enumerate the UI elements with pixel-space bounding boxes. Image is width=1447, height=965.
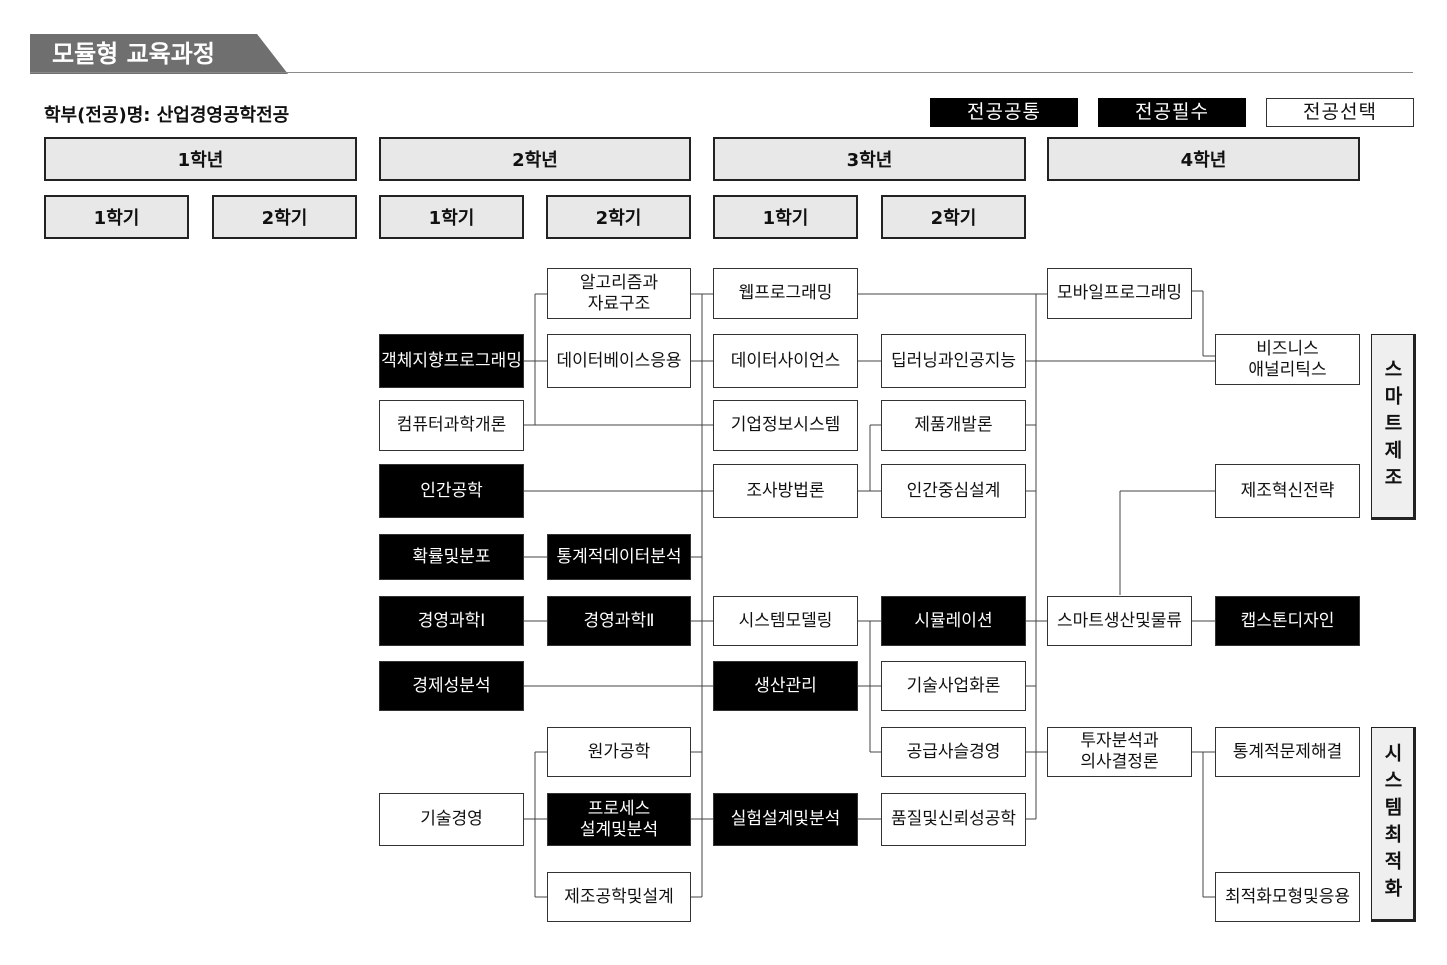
course-scm: 공급사슬경영: [881, 727, 1026, 777]
course-quality: 품질및신뢰성공학: [881, 793, 1026, 846]
course-label: 공급사슬경영: [906, 741, 1001, 762]
course-label: 시뮬레이션: [914, 610, 993, 631]
course-dbapp: 데이터베이스응용: [547, 334, 691, 388]
course-label: 경영과학Ⅰ: [417, 610, 486, 631]
course-label: 제조공학및설계: [564, 886, 674, 907]
course-simulation: 시뮬레이션: [881, 596, 1026, 646]
course-mis: 기업정보시스템: [713, 400, 858, 451]
course-label: 품질및신뢰성공학: [890, 809, 1017, 829]
course-doe: 실험설계및분석: [713, 793, 858, 846]
track-system-optimization: 시스템최적화: [1371, 727, 1416, 922]
legend-required: 전공필수: [1098, 98, 1246, 127]
year-4-header: 4학년: [1047, 137, 1360, 181]
course-label: 통계적문제해결: [1232, 741, 1343, 762]
course-smartprod: 스마트생산및물류: [1047, 596, 1192, 646]
semester-2-2: 2학기: [546, 195, 691, 239]
course-label: 원가공학: [587, 741, 651, 762]
legend-elective: 전공선택: [1266, 98, 1414, 127]
course-label: 객체지향프로그래밍: [381, 350, 522, 371]
track-smart-manufacturing-label: 스마트제조: [1381, 358, 1403, 494]
course-sysmodel: 시스템모델링: [713, 596, 858, 646]
course-label: 제조혁신전략: [1240, 480, 1335, 501]
course-label: 스마트생산및물류: [1056, 610, 1183, 631]
course-label: 기술사업화론: [906, 675, 1001, 696]
course-label: 인간공학: [420, 480, 483, 501]
course-label: 통계적데이터분석: [556, 546, 682, 567]
legend-common: 전공공통: [930, 98, 1078, 127]
course-stat-analysis: 통계적데이터분석: [547, 534, 691, 580]
page-title: 모듈형 교육과정: [30, 34, 288, 74]
course-label: 경영과학Ⅱ: [583, 610, 655, 631]
course-label: 데이터베이스응용: [556, 350, 682, 371]
track-smart-manufacturing: 스마트제조: [1371, 334, 1416, 520]
course-or1: 경영과학Ⅰ: [379, 596, 524, 646]
course-label: 실험설계및분석: [730, 809, 841, 829]
course-label: 기업정보시스템: [730, 415, 841, 435]
course-intro-cs: 컴퓨터과학개론: [379, 400, 524, 451]
semester-1-2: 2학기: [212, 195, 357, 239]
course-label: 모바일프로그래밍: [1056, 283, 1183, 303]
course-label: 조사방법론: [746, 480, 825, 501]
course-costeng: 원가공학: [547, 727, 691, 777]
course-label: 경제성분석: [412, 675, 491, 696]
year-1-header: 1학년: [44, 137, 357, 181]
course-prodmgmt: 생산관리: [713, 661, 858, 711]
track-system-optimization-label: 시스템최적화: [1381, 742, 1403, 905]
course-mfg-strategy: 제조혁신전략: [1215, 464, 1360, 518]
course-label: 캡스톤디자인: [1240, 610, 1335, 631]
course-mfgdesign: 제조공학및설계: [547, 872, 691, 922]
title-divider: [30, 72, 1413, 73]
department-label: 학부(전공)명: 산업경영공학전공: [44, 105, 290, 126]
semester-1-1: 1학기: [44, 195, 189, 239]
course-deeplearning: 딥러닝과인공지능: [881, 334, 1026, 388]
course-label: 생산관리: [754, 675, 817, 696]
semester-2-1: 1학기: [379, 195, 524, 239]
course-label: 최적화모형및응용: [1224, 886, 1351, 907]
course-productdev: 제품개발론: [881, 400, 1026, 451]
course-techmgmt: 기술경영: [379, 793, 524, 846]
course-probability: 확률및분포: [379, 534, 524, 580]
course-label: 확률및분포: [412, 546, 491, 567]
course-techbiz: 기술사업화론: [881, 661, 1026, 711]
semester-3-1: 1학기: [713, 195, 858, 239]
course-label: 컴퓨터과학개론: [396, 415, 507, 435]
course-capstone: 캡스톤디자인: [1215, 596, 1360, 646]
course-webprog: 웹프로그래밍: [713, 268, 858, 319]
course-research: 조사방법론: [713, 464, 858, 518]
course-label: 딥러닝과인공지능: [890, 350, 1017, 371]
course-oop: 객체지향프로그래밍: [379, 334, 524, 388]
course-statprob: 통계적문제해결: [1215, 727, 1360, 777]
course-datasci: 데이터사이언스: [713, 334, 858, 388]
course-label: 기술경영: [420, 809, 483, 829]
course-label: 인간중심설계: [906, 480, 1001, 501]
course-label: 웹프로그래밍: [738, 283, 833, 303]
course-mobileprog: 모바일프로그래밍: [1047, 268, 1192, 319]
course-label: 시스템모델링: [738, 610, 833, 631]
semester-3-2: 2학기: [881, 195, 1026, 239]
year-2-header: 2학년: [379, 137, 691, 181]
course-label: 데이터사이언스: [730, 350, 841, 371]
course-econ: 경제성분석: [379, 661, 524, 711]
course-hcd: 인간중심설계: [881, 464, 1026, 518]
course-or2: 경영과학Ⅱ: [547, 596, 691, 646]
course-ergonomics: 인간공학: [379, 464, 524, 518]
course-optimization: 최적화모형및응용: [1215, 872, 1360, 922]
year-3-header: 3학년: [713, 137, 1026, 181]
course-label: 제품개발론: [914, 415, 993, 435]
